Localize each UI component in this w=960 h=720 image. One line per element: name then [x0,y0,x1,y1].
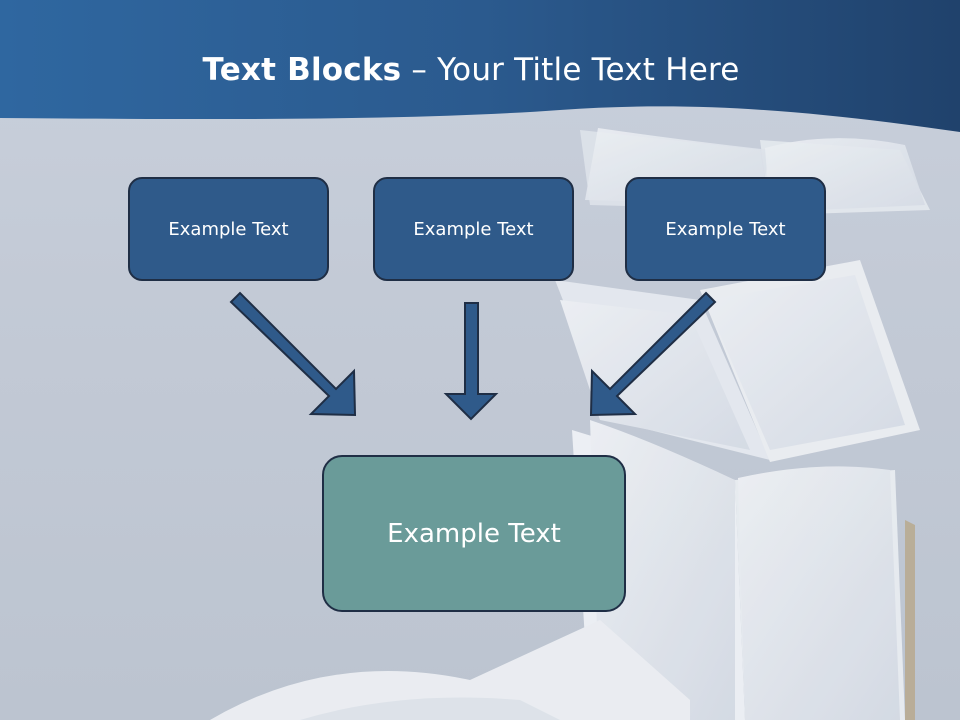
target-box: Example Text [322,455,626,612]
source-box-3-label: Example Text [665,218,786,240]
arrow-center [443,302,499,421]
header-banner [0,0,960,132]
page-title: Text Blocks – Your Title Text Here [0,52,942,88]
book-illustration [210,128,930,720]
title-bold: Text Blocks [202,52,402,88]
source-box-3: Example Text [625,177,826,281]
arrow-left [229,291,357,417]
title-rest: – Your Title Text Here [401,52,740,88]
target-box-label: Example Text [387,518,561,549]
source-box-2: Example Text [373,177,574,281]
source-box-1-label: Example Text [168,218,289,240]
source-box-2-label: Example Text [413,218,534,240]
source-box-1: Example Text [128,177,329,281]
arrow-right [589,291,717,417]
